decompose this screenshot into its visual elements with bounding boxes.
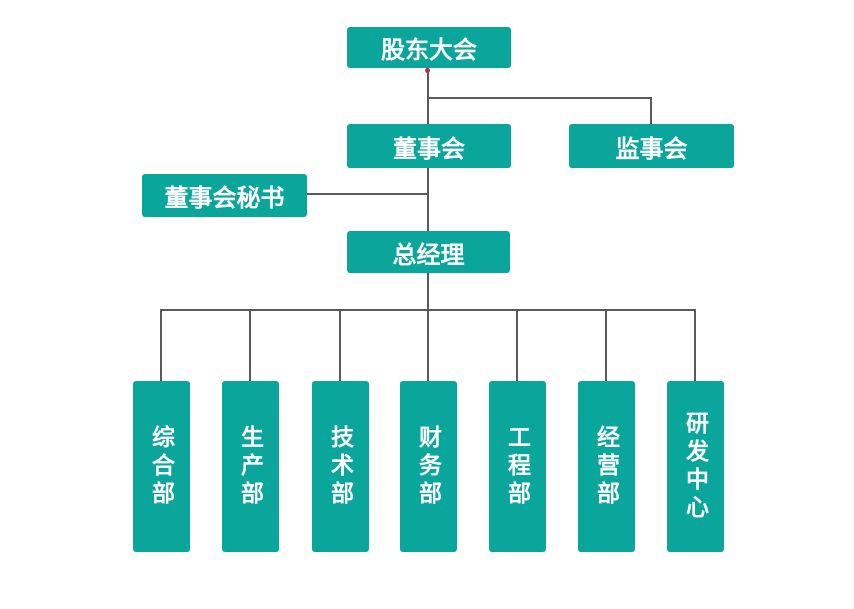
connector-dept-drop-4 [427, 309, 429, 381]
node-department-4[interactable]: 财务部 [400, 381, 457, 552]
node-board-of-directors[interactable]: 董事会 [347, 124, 511, 168]
connector-dept-drop-5 [516, 309, 518, 381]
connector-dept-drop-2 [249, 309, 251, 381]
node-shareholders-meeting[interactable]: 股东大会 [347, 27, 511, 68]
anchor-dot [425, 68, 430, 73]
connector-dept-drop-7 [694, 309, 696, 381]
node-department-6[interactable]: 经营部 [578, 381, 635, 552]
connector-supervisory-drop [650, 97, 652, 124]
node-department-1[interactable]: 综合部 [133, 381, 190, 552]
node-department-5[interactable]: 工程部 [489, 381, 546, 552]
connector-gm-drop [427, 273, 429, 311]
node-general-manager[interactable]: 总经理 [347, 231, 510, 273]
node-department-3[interactable]: 技术部 [312, 381, 369, 552]
connector-dept-drop-1 [160, 309, 162, 381]
connector-secretary-branch [307, 193, 428, 195]
connector-dept-drop-6 [605, 309, 607, 381]
node-supervisory-board[interactable]: 监事会 [569, 124, 734, 168]
node-board-secretary[interactable]: 董事会秘书 [142, 174, 307, 217]
connector-shareholders-board [427, 68, 429, 125]
connector-top-horizontal [427, 97, 652, 99]
connector-board-gm [427, 168, 429, 231]
node-department-7[interactable]: 研发中心 [667, 381, 724, 552]
connector-dept-drop-3 [339, 309, 341, 381]
node-department-2[interactable]: 生产部 [222, 381, 279, 552]
